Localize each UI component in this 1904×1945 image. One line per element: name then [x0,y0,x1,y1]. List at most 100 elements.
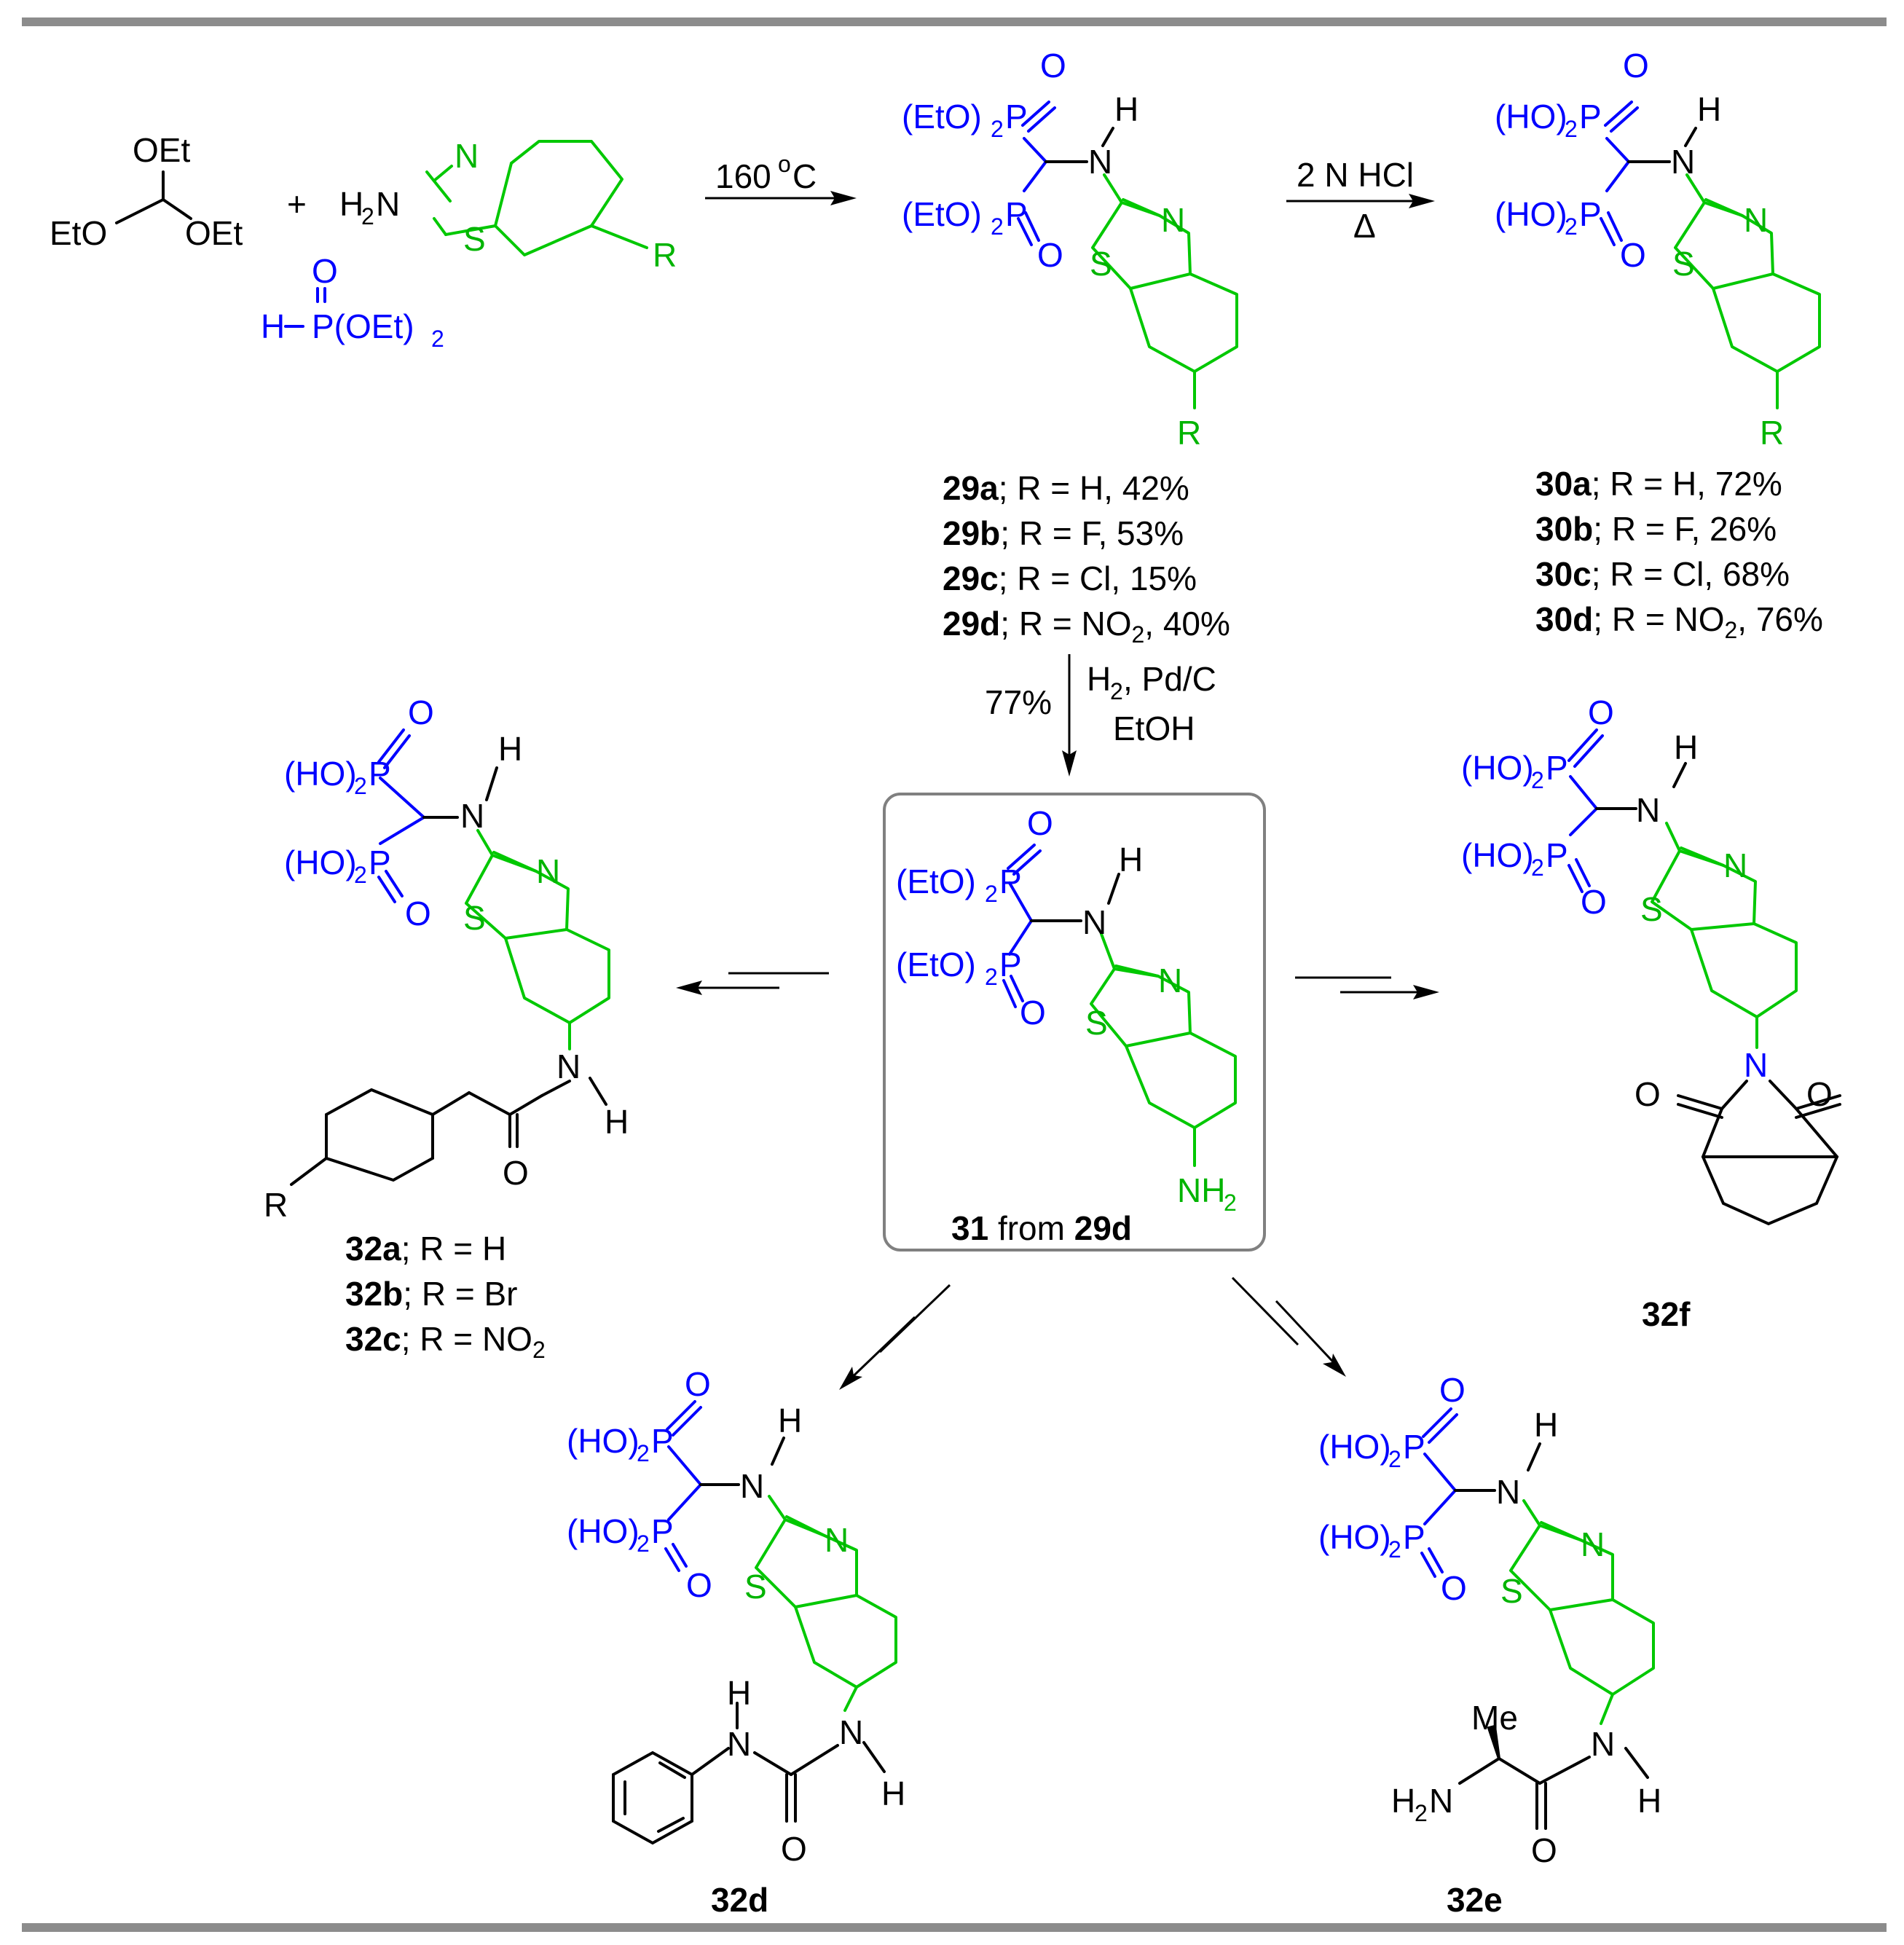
svg-text:S: S [1085,1004,1108,1042]
oet-label: OEt [185,214,243,252]
arrow-to-32e [1231,1276,1346,1377]
svg-text:N: N [1581,1525,1605,1563]
svg-text:S: S [1640,890,1663,928]
svg-text:S: S [1672,245,1695,283]
svg-text:(HO): (HO) [1495,98,1567,135]
svg-text:2: 2 [1565,116,1578,142]
svg-text:, Pd/C: , Pd/C [1123,660,1216,698]
svg-text:N: N [740,1467,764,1505]
svg-text:N: N [556,1048,581,1085]
svg-text:H: H [1119,841,1143,879]
svg-text:O: O [1588,693,1614,731]
compound-32abc-list: 32a; R = H 32b; R = Br 32c; R = NO2 [345,1230,546,1363]
h2n-label: H [339,185,363,223]
svg-text:(EtO): (EtO) [896,863,976,900]
svg-text:H: H [727,1674,751,1712]
svg-text:P: P [369,755,391,793]
svg-text:(EtO): (EtO) [902,195,982,233]
svg-text:2: 2 [637,1531,650,1557]
svg-text:P: P [999,946,1022,983]
compound-30a: 30a; R = H, 72% [1535,465,1782,503]
aminobenzothiazole: H 2 N N S R [339,137,677,274]
svg-text:O: O [408,693,434,731]
condition-etoh: EtOH [1113,710,1195,747]
svg-text:2: 2 [991,116,1004,142]
svg-text:O: O [1037,236,1063,274]
svg-text:2: 2 [1224,1190,1237,1216]
arrow-step-1: 160 o C [705,151,857,205]
svg-text:o: o [778,151,791,177]
diethyl-phosphite: O H P(OEt) 2 [261,252,444,352]
compound-29d: 29d; R = NO2, 40% [943,605,1230,648]
svg-text:N: N [1744,201,1768,239]
svg-text:(HO): (HO) [1495,195,1567,233]
svg-text:2: 2 [431,326,444,352]
svg-text:N: N [1591,1725,1615,1763]
svg-text:2: 2 [1388,1536,1401,1563]
svg-text:H: H [1637,1782,1661,1820]
svg-text:O: O [781,1830,807,1868]
svg-text:H: H [1697,90,1721,128]
svg-text:2: 2 [1110,678,1123,704]
thiazole-n: N [455,137,479,175]
svg-text:P: P [1005,98,1028,135]
svg-text:N: N [1671,143,1695,181]
svg-text:S: S [463,899,486,937]
compound-32a: 32a; R = H [345,1230,506,1268]
compound-31-label: 31 from 29d [951,1209,1132,1247]
svg-text:O: O [1027,804,1053,842]
compound-29a: 29a; R = H, 42% [943,469,1189,507]
svg-text:2: 2 [985,964,998,990]
structure-29: (EtO) 2 P O (EtO) 2 P O H N N S R [902,47,1238,452]
svg-text:N: N [1158,962,1182,999]
arrow-to-32d [839,1284,951,1390]
compound-32e-label: 32e [1447,1881,1503,1919]
svg-text:N: N [1161,201,1185,239]
svg-text:Me: Me [1471,1699,1518,1737]
svg-text:O: O [503,1154,529,1192]
svg-text:O: O [1441,1569,1467,1607]
svg-text:R: R [1760,414,1784,452]
compound-30c: 30c; R = Cl, 68% [1535,555,1790,593]
structure-31: (EtO) 2 P O (EtO) 2 P O H N N S NH 2 [896,804,1237,1216]
structure-32f: (HO) 2 P O (HO) 2 P O H N N S N O O [1461,693,1841,1226]
svg-text:2: 2 [985,881,998,907]
svg-text:(EtO): (EtO) [902,98,982,135]
condition-temperature: 160 [715,157,771,195]
svg-text:P: P [1005,195,1028,233]
phosphite-p: P(OEt) [312,307,414,345]
compound-32c: 32c; R = NO2 [345,1320,546,1363]
svg-text:P: P [1403,1518,1425,1556]
svg-text:O: O [1020,994,1046,1032]
svg-text:P: P [1403,1428,1425,1466]
svg-text:N: N [727,1725,751,1763]
phosphite-h: H [261,307,285,345]
compound-29b: 29b; R = F, 53% [943,514,1184,552]
svg-text:N: N [1082,903,1106,941]
svg-text:O: O [1620,236,1646,274]
plus-sign: + [287,185,307,223]
svg-text:2: 2 [991,213,1004,240]
structure-32abc: (HO) 2 P O (HO) 2 P O H N N S N H O R [264,693,629,1224]
svg-text:C: C [792,157,817,195]
svg-text:O: O [1806,1075,1833,1113]
svg-text:P: P [651,1512,674,1550]
svg-text:O: O [1634,1075,1661,1113]
svg-text:O: O [1581,883,1607,921]
condition-h2: H [1087,660,1111,698]
structure-32e: (HO) 2 P O (HO) 2 P O H N N S N H Me H 2… [1318,1371,1661,1869]
svg-text:H: H [778,1402,802,1439]
phosphite-oxygen: O [312,252,338,290]
svg-text:R: R [264,1186,288,1224]
svg-text:R: R [1177,414,1201,452]
svg-text:N: N [536,852,560,890]
svg-text:N: N [1088,143,1112,181]
compound-30-list: 30a; R = H, 72% 30b; R = F, 26% 30c; R =… [1535,465,1823,643]
structure-32d: (HO) 2 P O (HO) 2 P O H N N S N H H N O [567,1365,905,1868]
svg-text:P: P [1546,836,1568,874]
svg-text:O: O [685,1365,711,1403]
svg-text:S: S [1500,1572,1523,1610]
svg-text:H: H [605,1103,629,1141]
svg-text:N: N [1723,846,1747,884]
svg-text:2: 2 [361,203,374,229]
